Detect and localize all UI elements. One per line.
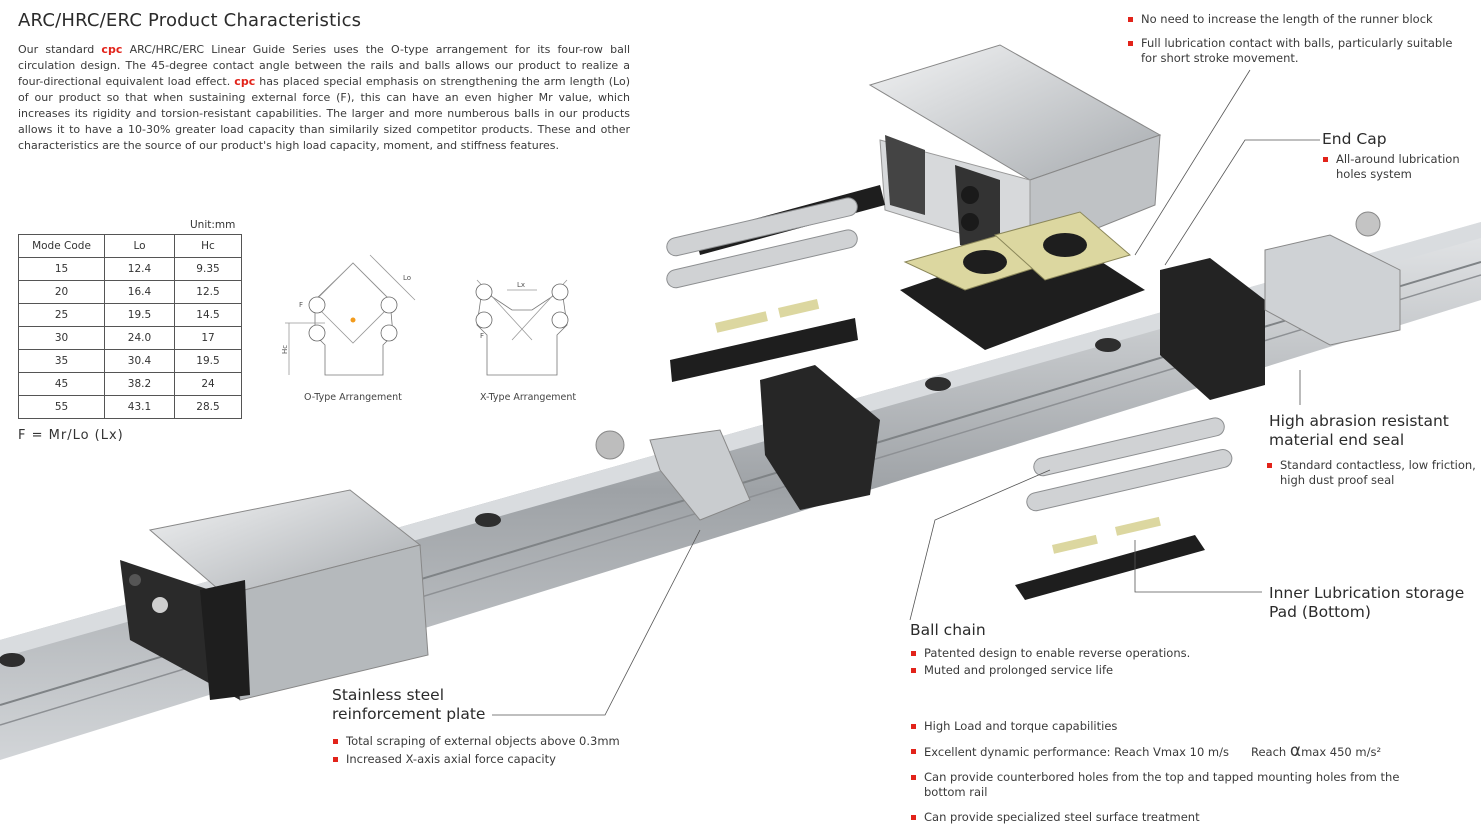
cell: 24.0 xyxy=(104,326,175,350)
force-formula: F = Mr/Lo (Lx) xyxy=(18,428,124,443)
feature-vmax: Excellent dynamic performance: Reach Vma… xyxy=(924,745,1229,759)
page-title: ARC/HRC/ERC Product Characteristics xyxy=(18,10,362,31)
x-type-f-label: F xyxy=(480,332,484,340)
cell: 19.5 xyxy=(104,303,175,327)
list-item: Standard contactless, low friction, high… xyxy=(1266,458,1478,488)
list-item: Can provide counterbored holes from the … xyxy=(910,770,1409,800)
cell: 43.1 xyxy=(104,395,175,419)
lube-pad-title-line2: Pad (Bottom) xyxy=(1269,603,1371,621)
o-type-lo-label: Lo xyxy=(403,274,411,282)
cell: 15 xyxy=(18,257,105,281)
lube-pads-upper xyxy=(715,299,820,333)
list-item: Increased X-axis axial force capacity xyxy=(332,752,652,767)
table-unit: Unit:mm xyxy=(190,219,236,231)
runner-block-assembled xyxy=(120,489,429,701)
cell: 12.5 xyxy=(174,280,242,304)
list-item: Patented design to enable reverse operat… xyxy=(910,646,1240,661)
brand-name: cpc xyxy=(101,43,123,56)
alpha-symbol: α xyxy=(1289,741,1302,761)
x-type-lx-label: Lx xyxy=(517,281,525,289)
list-item: Muted and prolonged service life xyxy=(910,663,1240,678)
plate-title: Stainless steel reinforcement plate xyxy=(332,686,502,724)
cell: 24 xyxy=(174,372,242,396)
feature-reach: Reach xyxy=(1250,745,1290,759)
lube-pad-title-line1: Inner Lubrication storage xyxy=(1269,584,1465,602)
leader-lines xyxy=(492,69,1320,716)
cell: 30.4 xyxy=(104,349,175,373)
end-seal-middle xyxy=(595,365,880,521)
end-seal-title-line2: material end seal xyxy=(1269,431,1405,449)
o-type-hc-label: Hc xyxy=(281,345,289,354)
cell: 16.4 xyxy=(104,280,175,304)
cell: 9.35 xyxy=(174,257,242,281)
list-item: All-around lubrication holes system xyxy=(1322,152,1472,182)
cell: 38.2 xyxy=(104,372,175,396)
o-type-f-label: F xyxy=(299,301,303,309)
end-cap-bullets: All-around lubrication holes system xyxy=(1322,152,1472,182)
ball-chain-title: Ball chain xyxy=(910,621,986,639)
header-lo: Lo xyxy=(104,234,175,258)
header-mode-code: Mode Code xyxy=(18,234,105,258)
feature-amax: max 450 m/s² xyxy=(1301,745,1382,759)
intro-text-2: ARC/HRC/ERC Linear Guide Series uses the… xyxy=(18,43,630,88)
plate-title-line2: reinforcement plate xyxy=(332,705,486,723)
cell: 12.4 xyxy=(104,257,175,281)
intro-text-1: Our standard xyxy=(18,43,102,56)
ball-chain-bullets: Patented design to enable reverse operat… xyxy=(910,646,1240,678)
list-item: No need to increase the length of the ru… xyxy=(1127,12,1457,27)
list-item: Total scraping of external objects above… xyxy=(332,734,652,749)
list-item: Excellent dynamic performance: Reach Vma… xyxy=(910,741,1410,761)
intro-text-3: has placed special emphasis on strengthe… xyxy=(18,75,631,152)
cell: 14.5 xyxy=(174,303,242,327)
x-type-diagram: Lx F xyxy=(475,279,569,376)
ball-chain-lower xyxy=(1026,417,1233,512)
cell: 35 xyxy=(18,349,105,373)
feature-list: High Load and torque capabilities Excell… xyxy=(910,719,1410,825)
cell: 17 xyxy=(174,326,242,350)
list-item: Full lubrication contact with balls, par… xyxy=(1127,36,1457,66)
top-bullet-list: No need to increase the length of the ru… xyxy=(1127,12,1457,66)
cell: 19.5 xyxy=(174,349,242,373)
plate-title-line1: Stainless steel xyxy=(332,686,444,704)
end-cap-title: End Cap xyxy=(1322,130,1387,148)
plate-bullets: Total scraping of external objects above… xyxy=(332,734,652,767)
cell: 20 xyxy=(18,280,105,304)
cell: 45 xyxy=(18,372,105,396)
end-cap-right xyxy=(1160,211,1401,400)
inner-cap-plate xyxy=(900,211,1145,350)
intro-paragraph: Our standard cpc ARC/HRC/ERC Linear Guid… xyxy=(18,42,630,154)
lube-pad-bottom xyxy=(1015,516,1205,600)
end-seal-bullets: Standard contactless, low friction, high… xyxy=(1266,458,1478,488)
end-seal-title: High abrasion resistant material end sea… xyxy=(1269,412,1474,450)
table-header-row: Mode Code Lo Hc xyxy=(18,234,242,258)
brand-name: cpc xyxy=(234,75,256,88)
o-type-caption: O-Type Arrangement xyxy=(304,392,402,403)
o-type-diagram: Lo F Hc xyxy=(281,254,416,376)
ball-chain-upper xyxy=(666,197,858,289)
cell: 25 xyxy=(18,303,105,327)
header-hc: Hc xyxy=(174,234,242,258)
list-item: High Load and torque capabilities xyxy=(910,719,1410,734)
runner-block-top xyxy=(868,44,1162,256)
cell: 55 xyxy=(18,395,105,419)
lube-pad-title: Inner Lubrication storage Pad (Bottom) xyxy=(1269,584,1474,622)
cell: 28.5 xyxy=(174,395,242,419)
end-seal-title-line1: High abrasion resistant xyxy=(1269,412,1449,430)
x-type-caption: X-Type Arrangement xyxy=(480,392,577,403)
list-item: Can provide specialized steel surface tr… xyxy=(910,810,1410,825)
cell: 30 xyxy=(18,326,105,350)
